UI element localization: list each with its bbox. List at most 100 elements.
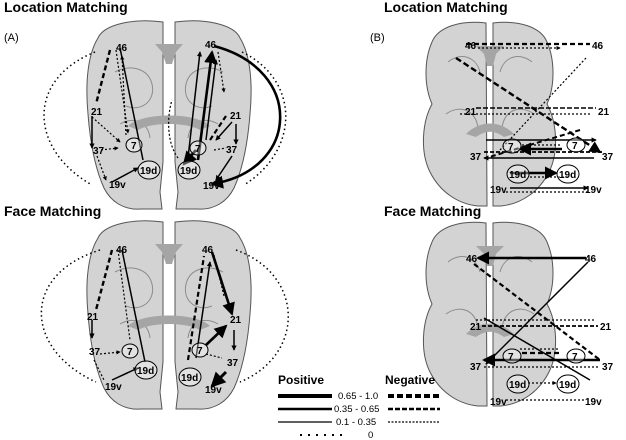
- connection-arrow: [215, 121, 233, 141]
- region-ring: [566, 348, 586, 364]
- region-label: 19v: [585, 185, 602, 196]
- connection-arrow: [473, 263, 601, 361]
- region-label: 19v: [109, 180, 126, 191]
- region-label: 7: [131, 141, 137, 152]
- panel-title: Location Matching: [4, 0, 128, 15]
- region-ring: [502, 348, 522, 364]
- region-label: 37: [226, 145, 238, 156]
- region-label: 37: [470, 152, 482, 163]
- region-label: 21: [598, 107, 610, 118]
- connection-arrow: [94, 49, 112, 105]
- connection-arrow: [205, 353, 223, 359]
- region-ring: [177, 160, 201, 180]
- region-ring: [506, 374, 530, 394]
- region-label: 21: [91, 107, 103, 118]
- region-label: 19d: [509, 380, 526, 391]
- legend-range: 0.65 - 1.0: [338, 391, 378, 402]
- panel-title: Face Matching: [384, 203, 481, 219]
- panel-title: Location Matching: [384, 0, 508, 15]
- region-label: 19d: [180, 166, 197, 177]
- connection-arrow: [195, 261, 212, 359]
- region-ring: [189, 140, 207, 156]
- region-label: 46: [116, 245, 128, 256]
- region-label: 21: [470, 322, 482, 333]
- region-label: 37: [93, 146, 105, 157]
- connection-arrow: [455, 56, 602, 154]
- legend-range: 0.35 - 0.65: [334, 404, 379, 415]
- region-nodes: 46 21 37 7 19d 19v 46 21 37 7 19d 19v: [466, 254, 614, 408]
- connection-arrow: [241, 51, 287, 186]
- connection-arrow: [96, 155, 107, 181]
- region-label: 37: [89, 347, 101, 358]
- region-label: 37: [470, 362, 482, 373]
- panel-title: Face Matching: [4, 203, 101, 219]
- region-label: 7: [572, 141, 578, 152]
- region-ring: [134, 360, 158, 380]
- region-label: 19v: [203, 181, 220, 192]
- connection-arrow: [111, 367, 139, 381]
- region-label: 46: [202, 245, 214, 256]
- connection-arrow: [205, 59, 219, 141]
- connection-arrow: [217, 51, 226, 93]
- region-label: 19d: [559, 170, 576, 181]
- region-label: 46: [592, 41, 604, 52]
- region-ring: [566, 137, 586, 153]
- panel-b-location: Location Matching (B) 46 21 37 7: [370, 0, 614, 207]
- connection-arrow: [121, 249, 146, 363]
- connection-arrow: [209, 115, 227, 141]
- connection-arrow: [94, 249, 114, 311]
- connection-arrow: [40, 249, 101, 383]
- region-label: 21: [465, 107, 477, 118]
- connection-arrow: [210, 370, 228, 388]
- region-label: 46: [465, 41, 477, 52]
- region-label: 19v: [490, 397, 507, 408]
- region-ring: [556, 164, 580, 184]
- region-label: 7: [572, 352, 578, 363]
- connection-arrow: [485, 129, 581, 159]
- connection-arrow: [115, 49, 130, 134]
- region-label: 19v: [490, 185, 507, 196]
- region-label: 19v: [105, 382, 122, 393]
- region-label: 19d: [140, 166, 157, 177]
- connection-arrow: [100, 146, 119, 151]
- legend-range: 0: [368, 430, 373, 440]
- region-nodes: 46 21 37 7 19d 19v 46 21 37 7 19d 19v: [91, 40, 242, 192]
- region-label: 46: [116, 43, 128, 54]
- connection-arrow: [117, 249, 131, 341]
- legend: Positive Negative 0.65 - 1.0 0.35 - 0.65…: [278, 373, 440, 440]
- region-label: 7: [195, 144, 201, 155]
- connection-arrow: [120, 55, 127, 136]
- region-label: 19d: [137, 366, 154, 377]
- region-ring: [121, 343, 139, 359]
- connection-arrow: [111, 167, 139, 183]
- region-label: 19v: [205, 385, 222, 396]
- region-label: 19d: [181, 373, 198, 384]
- region-label: 19d: [509, 170, 526, 181]
- region-label: 37: [602, 152, 614, 163]
- connection-arrow: [168, 99, 179, 159]
- connection-arrow: [213, 254, 225, 297]
- region-label: 21: [87, 312, 99, 323]
- region-ring: [506, 164, 530, 184]
- panel-a-face: Face Matching 46 21 37 7: [4, 203, 289, 410]
- connection-arrows: [40, 249, 289, 388]
- legend-negative-heading: Negative: [385, 373, 435, 387]
- region-label: 46: [205, 40, 217, 51]
- region-label: 19d: [559, 380, 576, 391]
- region-ring: [191, 342, 209, 358]
- region-label: 37: [227, 358, 239, 369]
- region-label: 7: [508, 142, 514, 153]
- region-label: 19v: [585, 397, 602, 408]
- region-label: 7: [508, 352, 514, 363]
- connection-arrow: [99, 350, 121, 355]
- connection-arrows: [473, 251, 601, 401]
- region-ring: [137, 160, 161, 180]
- connection-arrow: [205, 324, 228, 346]
- connection-arrows: [455, 42, 602, 193]
- legend-positive-heading: Positive: [278, 373, 324, 387]
- panel-b-face: Face Matching 46 21 37 7 19d 19v 46: [384, 203, 614, 408]
- connection-arrow: [215, 155, 233, 181]
- region-label: 7: [127, 347, 133, 358]
- region-ring: [556, 374, 580, 394]
- region-nodes: 46 21 37 7 19d 19v 46 21 37 7 19d 19v: [87, 245, 242, 396]
